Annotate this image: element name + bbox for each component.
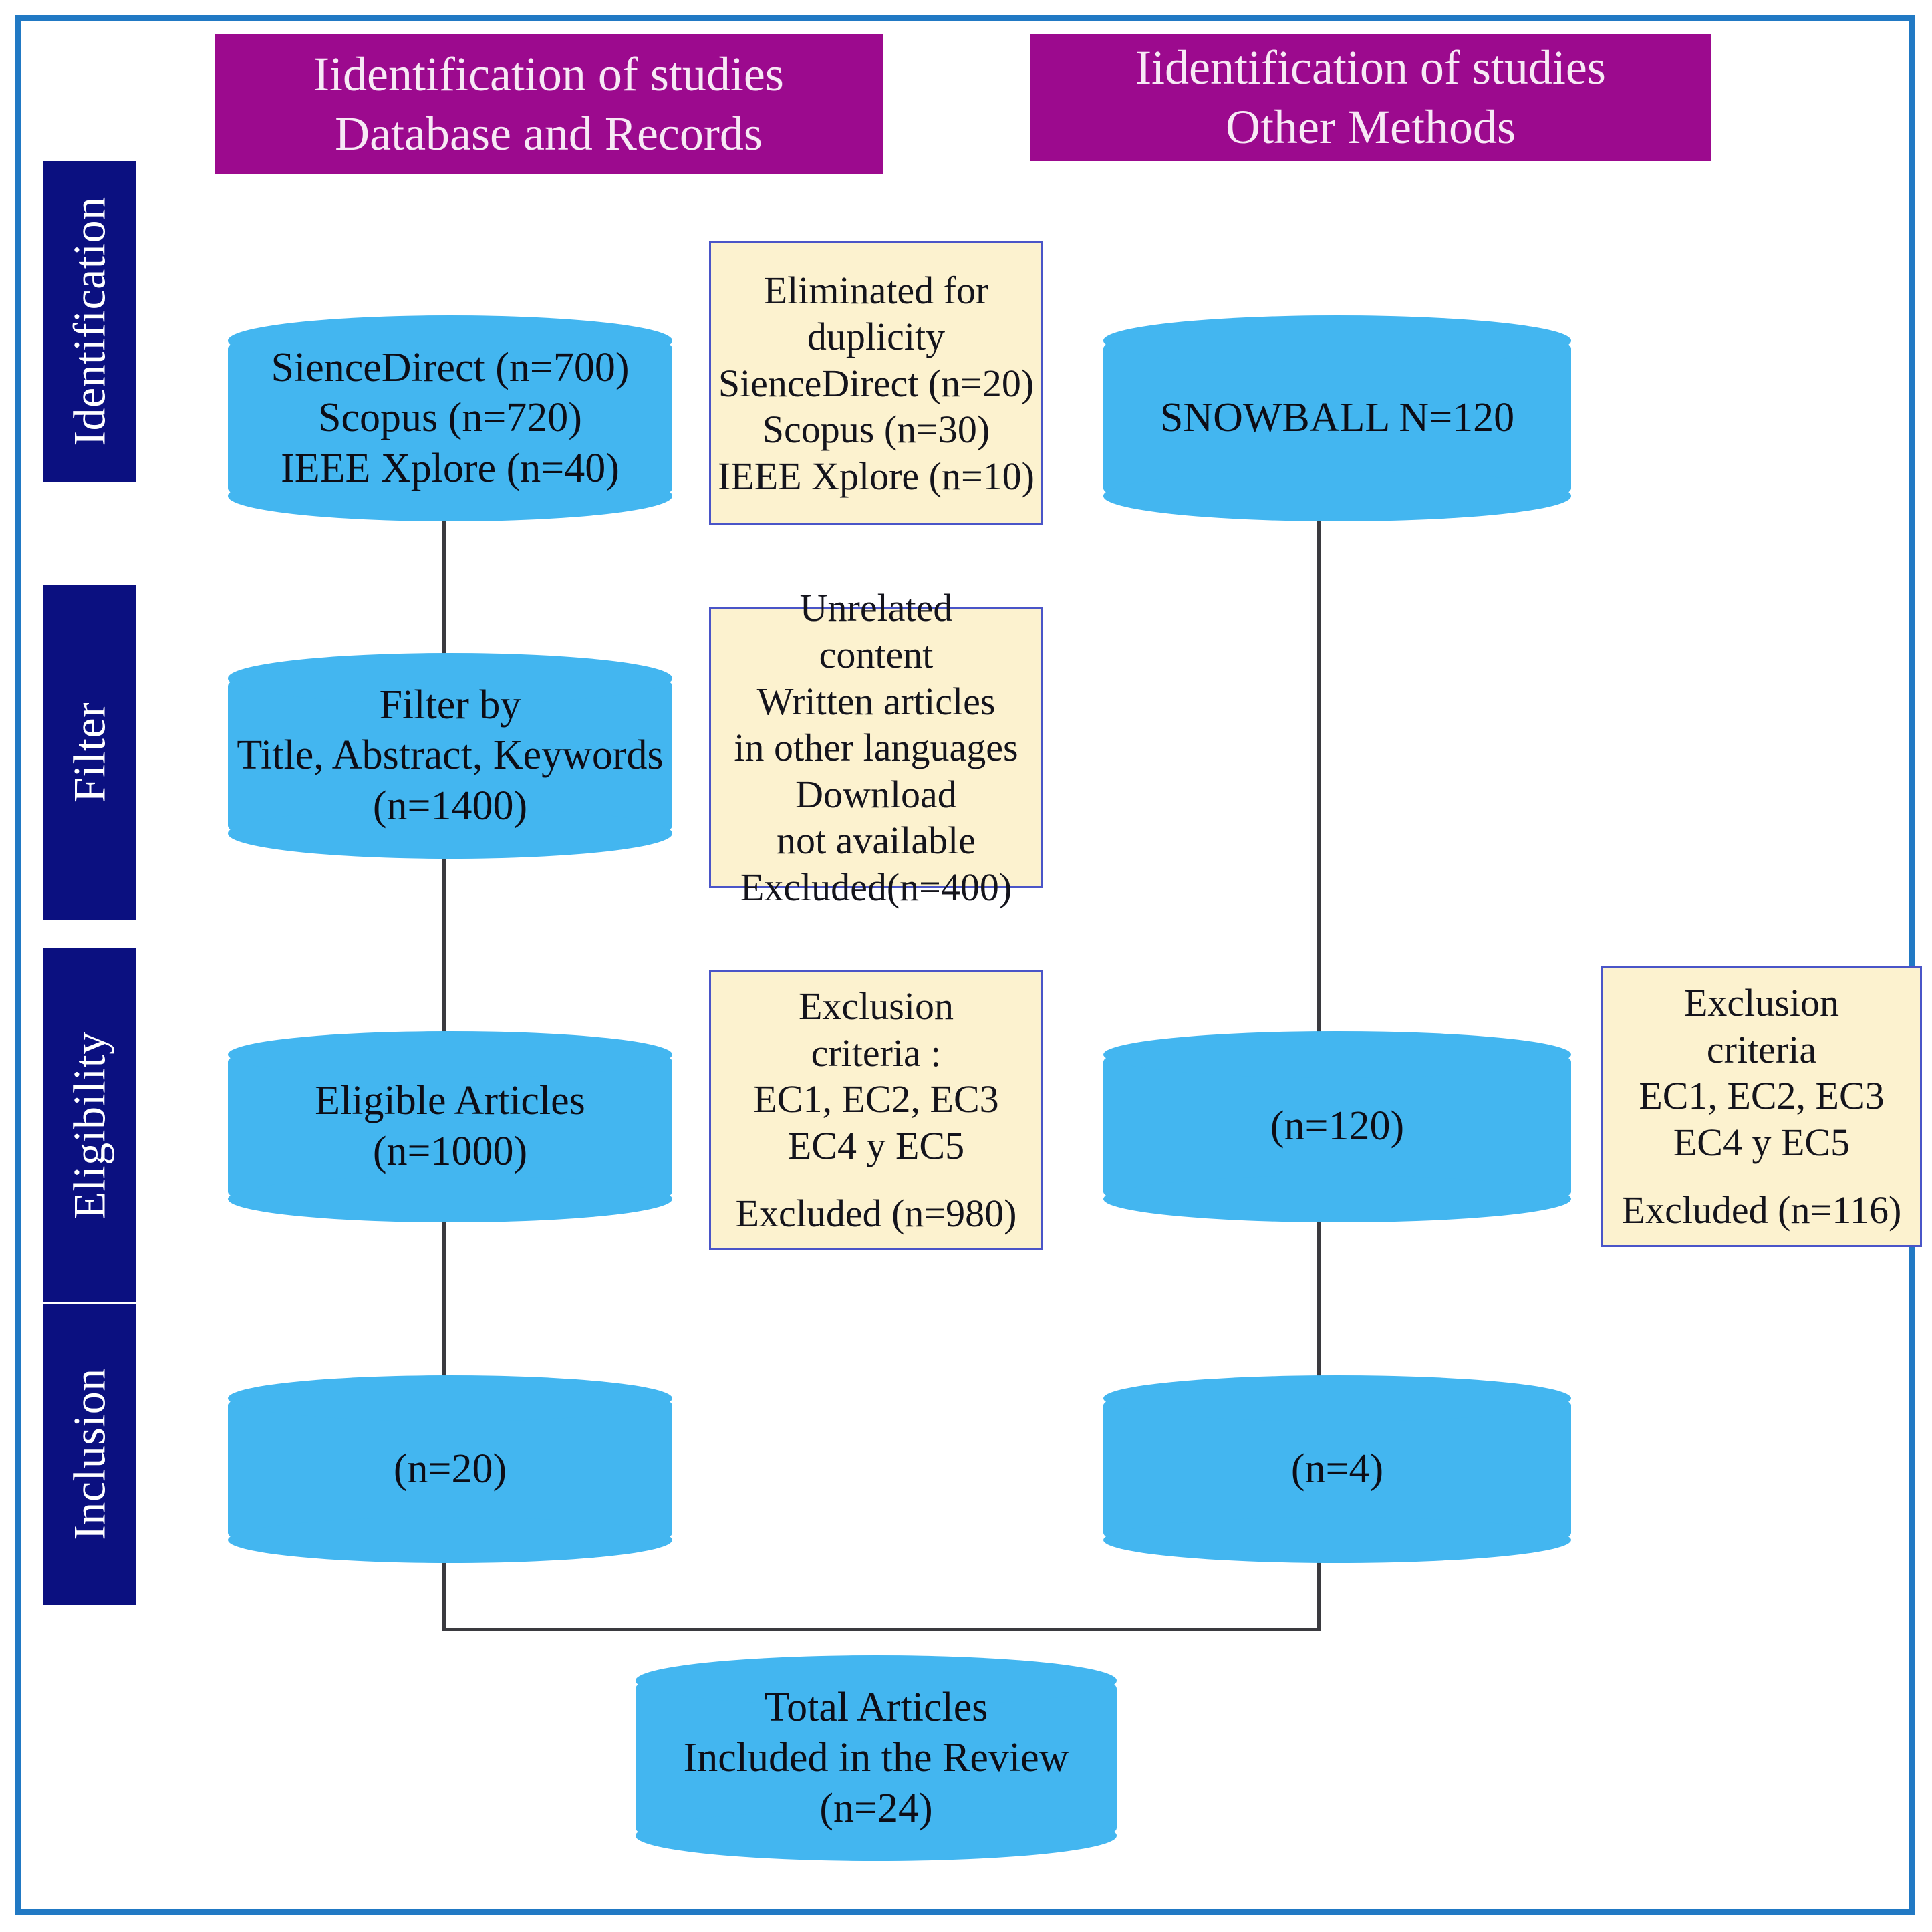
connector-other-eligible-to-included bbox=[1317, 1217, 1321, 1417]
header-database-records: Iidentification of studies Database and … bbox=[215, 34, 883, 174]
node-filter: Filter by Title, Abstract, Keywords (n=1… bbox=[228, 653, 672, 859]
node-included-database: (n=20) bbox=[228, 1375, 672, 1563]
node-filter-text: Filter by Title, Abstract, Keywords (n=1… bbox=[228, 659, 672, 853]
node-total-articles: Total Articles Included in the Review (n… bbox=[636, 1655, 1117, 1861]
note-exclusion-other-line-6: Excluded (n=116) bbox=[1621, 1188, 1902, 1232]
note-unrelated-content: Unrelated content Written articles in ot… bbox=[709, 586, 1043, 909]
node-other-eligible-line-1: (n=120) bbox=[1270, 1103, 1405, 1149]
node-included-other: (n=4) bbox=[1103, 1375, 1571, 1563]
node-included-other-text: (n=4) bbox=[1103, 1381, 1571, 1558]
header-database-records-line1: Iidentification of studies bbox=[313, 47, 784, 102]
header-other-methods-line2: Other Methods bbox=[1226, 100, 1516, 154]
node-snowball: SNOWBALL N=120 bbox=[1103, 315, 1571, 521]
node-snowball-cap-top bbox=[1103, 315, 1571, 366]
node-databases-line-3: IEEE Xplore (n=40) bbox=[281, 445, 619, 491]
node-filter-line-2: Title, Abstract, Keywords bbox=[237, 732, 664, 779]
note-exclusion-db-line-1: Exclusion bbox=[799, 984, 954, 1028]
node-included-other-line-1: (n=4) bbox=[1290, 1445, 1384, 1492]
node-included-db-cap-bottom bbox=[228, 1517, 672, 1563]
node-databases-cap-bottom bbox=[228, 470, 672, 521]
note-exclusion-other-line-4: EC4 y EC5 bbox=[1673, 1120, 1850, 1164]
node-included-other-cap-bottom bbox=[1103, 1517, 1571, 1563]
stage-label-filter: Filter bbox=[63, 702, 115, 803]
note-exclusion-db-line-4: EC4 y EC5 bbox=[787, 1123, 965, 1167]
stage-label-eligibility: Eligibility bbox=[63, 1031, 115, 1220]
node-filter-cap-top bbox=[228, 653, 672, 704]
node-included-other-cap-top bbox=[1103, 1375, 1571, 1421]
node-eligible-articles: Eligible Articles (n=1000) bbox=[228, 1030, 672, 1223]
stage-tab-eligibility: Eligibility bbox=[43, 948, 136, 1302]
note-unrelated-line-5: Download bbox=[795, 772, 957, 816]
connector-included-db-down bbox=[442, 1551, 446, 1631]
node-databases-cap-top bbox=[228, 315, 672, 366]
node-databases-line-2: Scopus (n=720) bbox=[318, 395, 582, 441]
node-included-db-line-1: (n=20) bbox=[393, 1445, 507, 1492]
node-eligible-text: Eligible Articles (n=1000) bbox=[228, 1037, 672, 1217]
node-eligible-cap-top bbox=[228, 1030, 672, 1079]
connector-included-other-down bbox=[1317, 1551, 1321, 1631]
stage-tab-filter: Filter bbox=[43, 585, 136, 920]
note-duplicity-line-3: SienceDirect (n=20) bbox=[718, 361, 1034, 405]
node-other-methods-eligible: (n=120) bbox=[1103, 1030, 1571, 1223]
node-snowball-cap-bottom bbox=[1103, 470, 1571, 521]
connector-snowball-to-other-eligible bbox=[1317, 502, 1321, 1037]
node-other-eligible-cap-bottom bbox=[1103, 1175, 1571, 1223]
note-duplicity-line-1: Eliminated for bbox=[763, 268, 989, 312]
note-unrelated-line-7: Excluded(n=400) bbox=[740, 865, 1012, 909]
connector-eligible-to-included bbox=[442, 1217, 446, 1417]
stage-label-inclusion: Inclusion bbox=[63, 1368, 115, 1540]
node-total-line-3: (n=24) bbox=[819, 1785, 933, 1831]
node-total-text: Total Articles Included in the Review (n… bbox=[636, 1661, 1117, 1855]
note-duplicity-line-2: duplicity bbox=[807, 315, 946, 359]
connector-merge-horizontal bbox=[442, 1628, 1321, 1631]
note-exclusion-db-line-3: EC1, EC2, EC3 bbox=[753, 1077, 999, 1121]
node-total-cap-bottom bbox=[636, 1810, 1117, 1861]
node-filter-line-3: (n=1400) bbox=[372, 783, 528, 829]
note-exclusion-other-line-1: Exclusion bbox=[1684, 981, 1839, 1025]
note-exclusion-other-line-2: criteria bbox=[1706, 1027, 1817, 1071]
node-other-eligible-text: (n=120) bbox=[1103, 1037, 1571, 1217]
diagram-frame: Identification Filter Eligibility Inclus… bbox=[15, 15, 1922, 1915]
header-other-methods-line1: Iidentification of studies bbox=[1135, 41, 1606, 95]
note-unrelated-line-1: Unrelated bbox=[799, 586, 953, 630]
node-filter-cap-bottom bbox=[228, 808, 672, 859]
note-eliminated-duplicity: Eliminated for duplicity SienceDirect (n… bbox=[709, 241, 1043, 525]
node-databases-text: SienceDirect (n=700) Scopus (n=720) IEEE… bbox=[228, 321, 672, 515]
node-filter-line-1: Filter by bbox=[379, 682, 521, 728]
stage-label-identification: Identification bbox=[63, 196, 115, 446]
node-eligible-line-1: Eligible Articles bbox=[315, 1078, 585, 1124]
node-included-db-cap-top bbox=[228, 1375, 672, 1421]
node-included-db-text: (n=20) bbox=[228, 1381, 672, 1558]
node-snowball-text: SNOWBALL N=120 bbox=[1103, 321, 1571, 515]
header-database-records-line2: Database and Records bbox=[335, 107, 763, 160]
connector-filter-to-eligible bbox=[442, 823, 446, 1043]
node-databases: SienceDirect (n=700) Scopus (n=720) IEEE… bbox=[228, 315, 672, 521]
node-total-line-2: Included in the Review bbox=[683, 1735, 1069, 1781]
node-total-cap-top bbox=[636, 1655, 1117, 1706]
note-duplicity-line-5: IEEE Xplore (n=10) bbox=[718, 454, 1034, 498]
note-unrelated-line-4: in other languages bbox=[734, 726, 1018, 770]
note-exclusion-db-line-2: criteria : bbox=[811, 1030, 942, 1075]
node-other-eligible-cap-top bbox=[1103, 1030, 1571, 1079]
note-duplicity-line-4: Scopus (n=30) bbox=[762, 408, 990, 452]
note-unrelated-line-2: content bbox=[819, 633, 934, 677]
header-other-methods: Iidentification of studies Other Methods bbox=[1030, 34, 1711, 161]
node-snowball-line-1: SNOWBALL N=120 bbox=[1159, 395, 1515, 441]
note-exclusion-db-line-6: Excluded (n=980) bbox=[735, 1192, 1017, 1236]
node-eligible-line-2: (n=1000) bbox=[372, 1129, 528, 1174]
node-total-line-1: Total Articles bbox=[764, 1684, 988, 1730]
note-unrelated-line-6: not available bbox=[777, 819, 976, 863]
node-databases-line-1: SienceDirect (n=700) bbox=[271, 344, 630, 390]
note-unrelated-line-3: Written articles bbox=[756, 679, 996, 723]
stage-tab-identification: Identification bbox=[43, 161, 136, 482]
note-exclusion-criteria-database: Exclusion criteria : EC1, EC2, EC3 EC4 y… bbox=[709, 970, 1043, 1250]
note-exclusion-criteria-other: Exclusion criteria EC1, EC2, EC3 EC4 y E… bbox=[1601, 966, 1922, 1247]
connector-databases-to-filter bbox=[442, 502, 446, 669]
stage-tab-inclusion: Inclusion bbox=[43, 1304, 136, 1605]
note-exclusion-other-line-3: EC1, EC2, EC3 bbox=[1639, 1074, 1885, 1118]
node-eligible-cap-bottom bbox=[228, 1175, 672, 1223]
